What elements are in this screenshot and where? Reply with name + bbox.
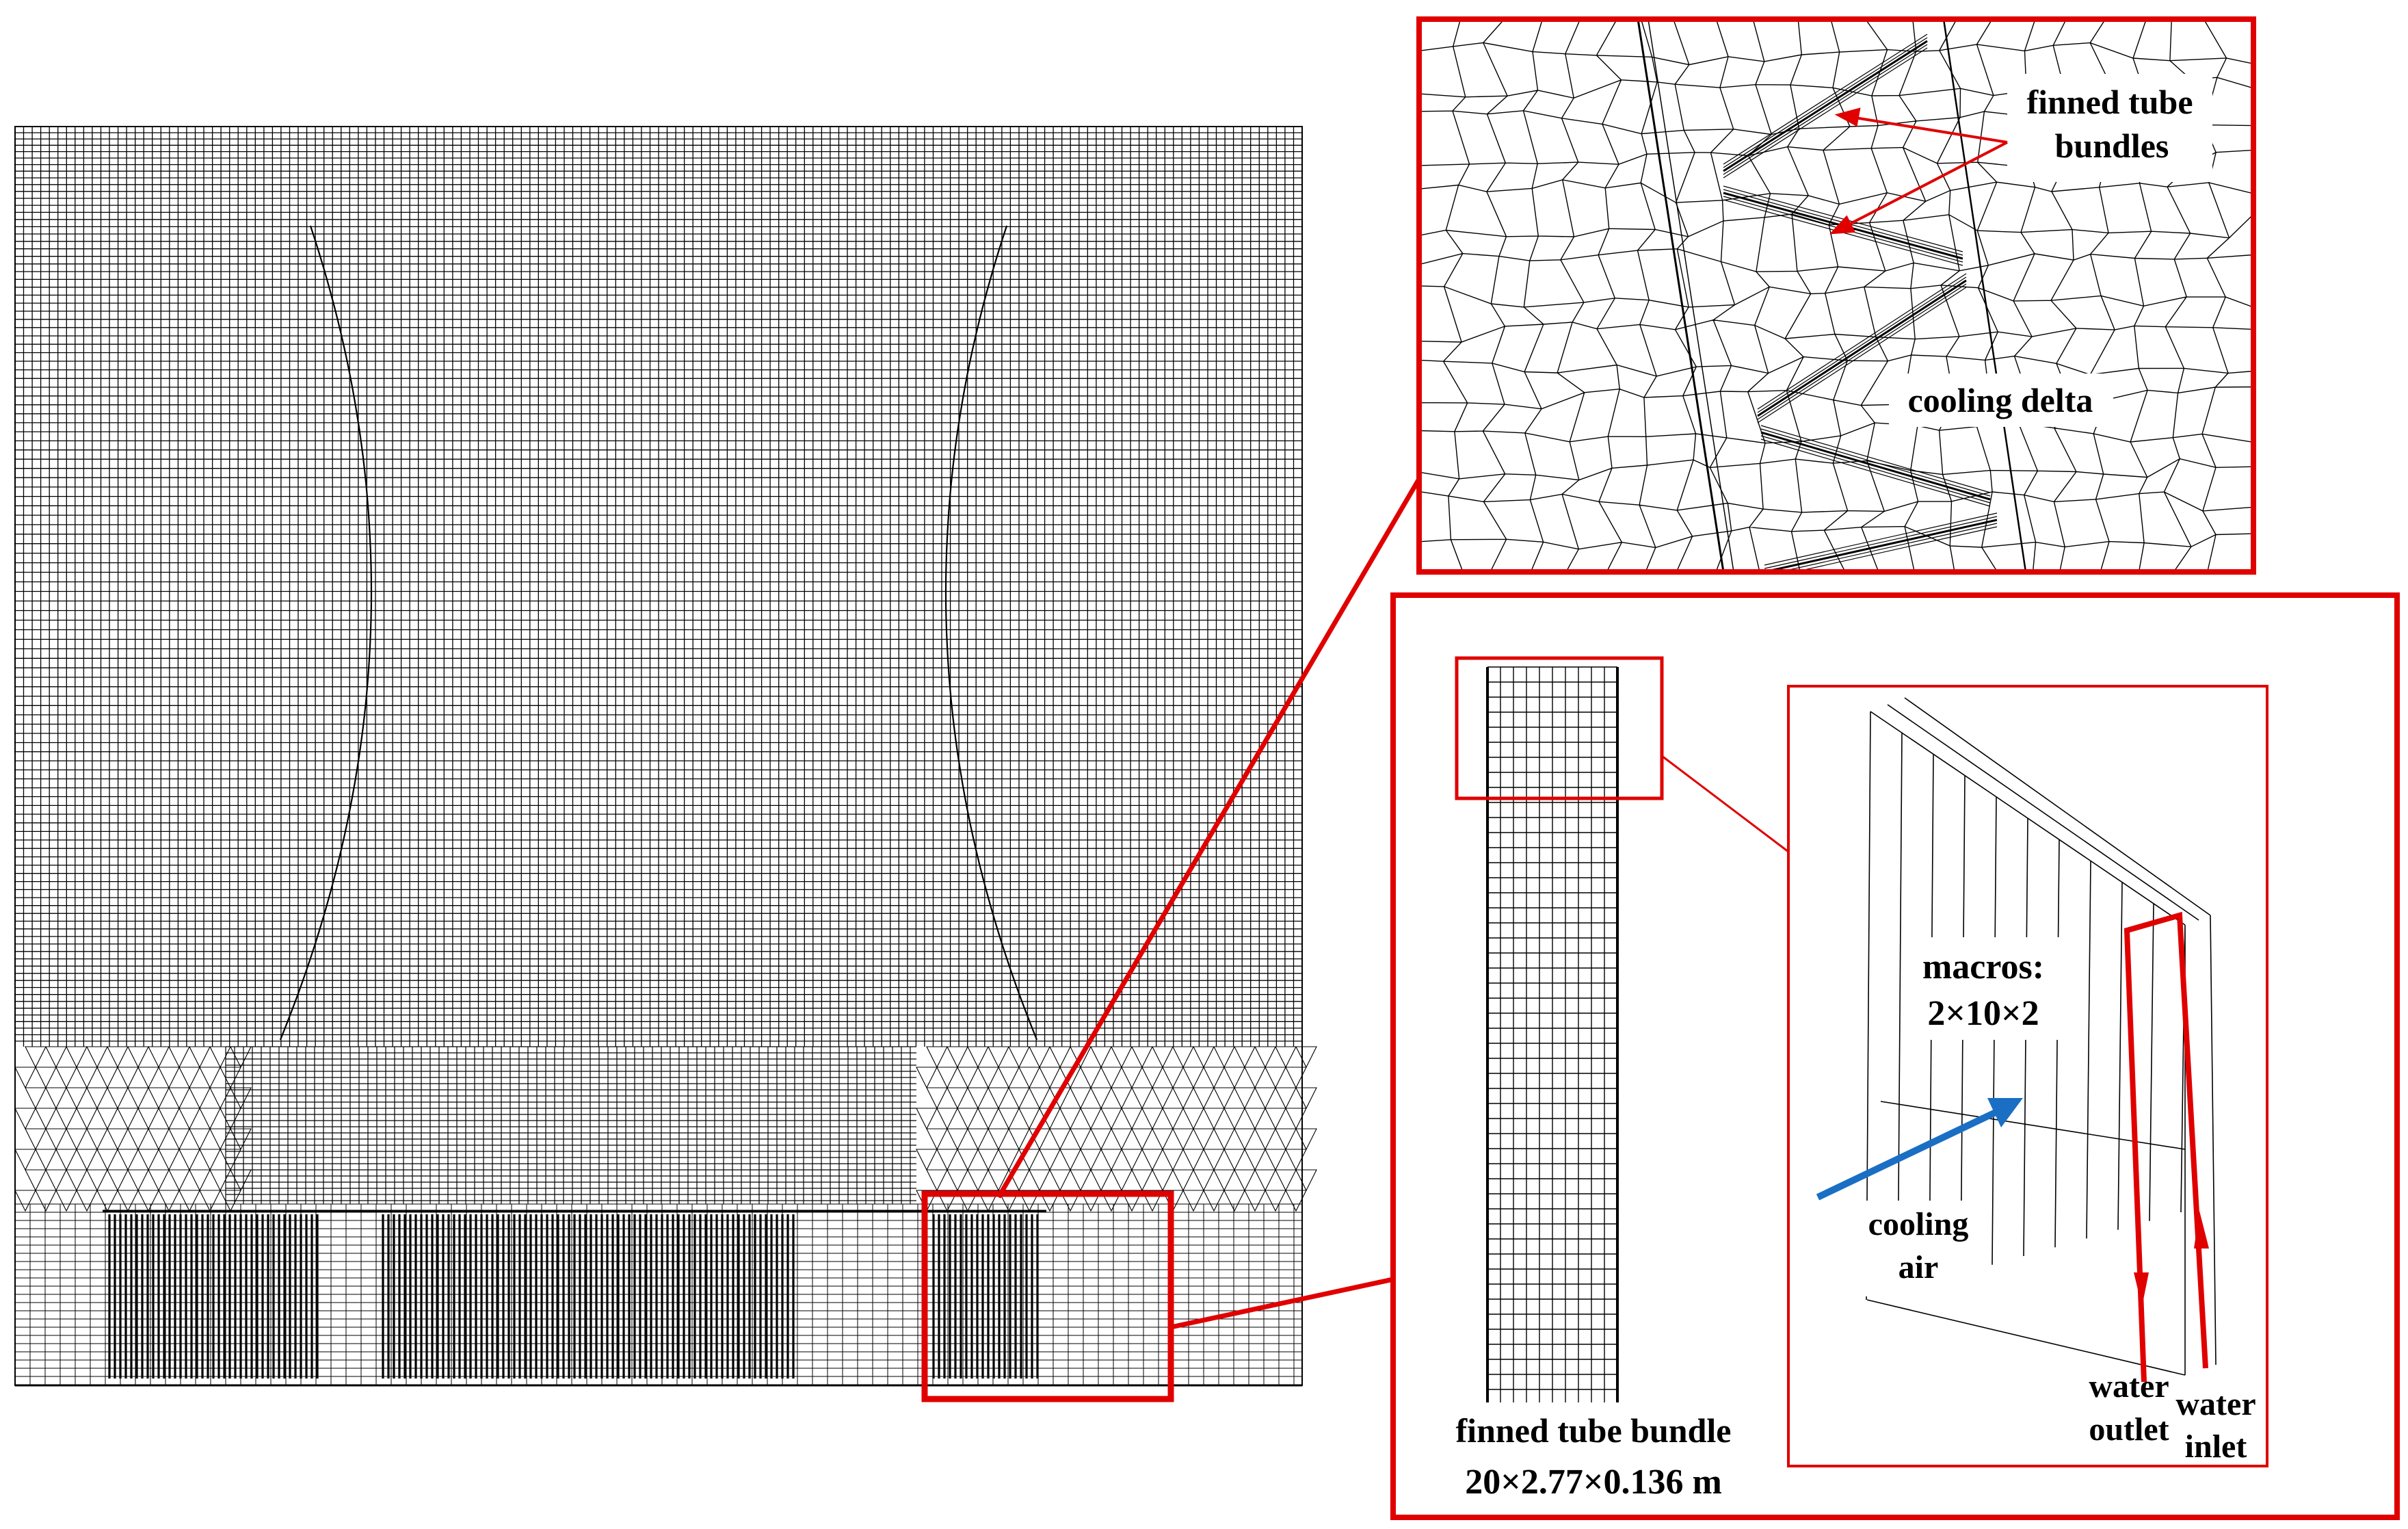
- finned-tube-bundles-label-line2: bundles: [2055, 127, 2169, 165]
- finned-tube-bundles-label-line1: finned tube: [2026, 83, 2193, 121]
- water-inlet-label-line2: inlet: [2185, 1428, 2247, 1465]
- tower-mesh-outline: [14, 126, 1303, 1386]
- tower-transition-mesh: [14, 1046, 1317, 1212]
- water-outlet-arrowhead: [2134, 1272, 2149, 1307]
- macros-label-line2: 2×10×2: [1927, 994, 2039, 1033]
- cooling-delta-inset: finned tube bundles cooling delta: [1416, 16, 2256, 575]
- cooling-delta-label: cooling delta: [1908, 381, 2093, 419]
- water-outlet-label-line2: outlet: [2089, 1411, 2169, 1448]
- bundle-detail-inset: finned tube bundle 20×2.77×0.136 m macro…: [1390, 592, 2400, 1520]
- cooling-delta-bundles: [1723, 34, 1998, 572]
- tower-bottom-mesh: [14, 1203, 1302, 1387]
- water-outlet-label-line1: water: [2089, 1368, 2169, 1404]
- water-inlet-arrowhead: [2194, 1211, 2209, 1249]
- bundles-pointer-arrows: [1829, 107, 2008, 235]
- water-inlet-label-line1: water: [2175, 1386, 2255, 1422]
- macros-label-line1: macros:: [1922, 948, 2044, 986]
- cooling-air-arrowhead: [1987, 1098, 2023, 1127]
- bundle-label-line1: finned tube bundle: [1456, 1411, 1732, 1450]
- cooling-delta-unstructured-mesh: [1419, 19, 2253, 572]
- tower-upper-structured-mesh: [14, 126, 1303, 1047]
- cooling-delta-inset-frame: [1416, 16, 2256, 575]
- tower-zoom-highlight-box: [921, 1190, 1174, 1402]
- finned-tube-bundle-mesh: [1486, 666, 1619, 1402]
- cooling-air-arrow: [1816, 1108, 1999, 1201]
- bundle-detail-inset-frame: [1390, 592, 2400, 1520]
- macros-detail-frame: [1787, 685, 2268, 1467]
- cooling-air-label-line1: cooling: [1868, 1206, 1969, 1242]
- bundle-label-line2: 20×2.77×0.136 m: [1465, 1463, 1722, 1502]
- bundle-top-highlight-box: [1455, 656, 1664, 800]
- connector-to-top-inset: [996, 478, 1422, 1199]
- water-path-loop: [2123, 911, 2208, 1383]
- bundle-detail-connector: [1661, 755, 1789, 853]
- tower-mesh: [14, 126, 1317, 1387]
- connector-to-bottom-inset: [1170, 1277, 1394, 1330]
- cooling-air-label-line2: air: [1898, 1249, 1939, 1285]
